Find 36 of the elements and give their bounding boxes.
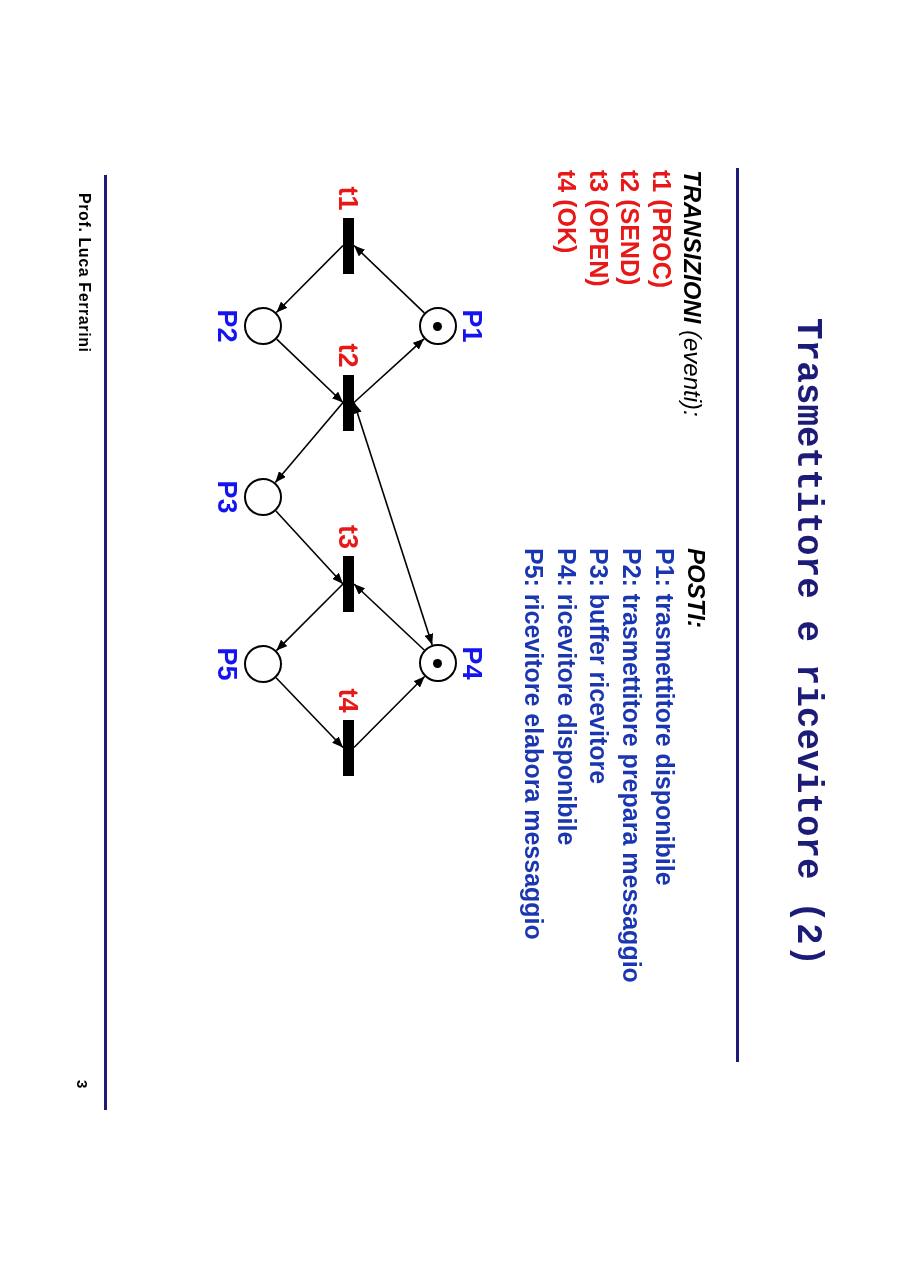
- arrow: [275, 510, 344, 585]
- arrow: [274, 401, 344, 484]
- section-heading: POSTI:: [682, 548, 711, 628]
- slide-title: Trasmettitore e ricevitore (2): [786, 318, 829, 967]
- place-label: P4: [457, 645, 487, 682]
- transition-label: t2: [335, 342, 362, 370]
- place-label: P2: [212, 308, 242, 345]
- place-label: P1: [457, 308, 487, 345]
- list-item: P4: ricevitore disponibile: [551, 548, 582, 846]
- double-arrow: [353, 401, 434, 646]
- list-item: P3: buffer ricevitore: [584, 548, 615, 785]
- transition-label: t4: [335, 687, 362, 715]
- list-item: P1: trasmettitore disponibile: [650, 548, 680, 886]
- list-item: t1 (PROC): [647, 170, 677, 289]
- token-dot: [433, 321, 443, 331]
- arrow: [353, 583, 425, 651]
- token-dot: [433, 658, 443, 668]
- transition-label: t1: [335, 185, 362, 213]
- list-item: P2: trasmettitore prepara messaggio: [617, 548, 648, 983]
- arrow: [275, 583, 344, 652]
- arrow: [275, 244, 344, 314]
- arrow: [275, 338, 344, 404]
- place-label: P5: [212, 646, 242, 683]
- arrow: [353, 244, 426, 314]
- arrow: [353, 675, 426, 749]
- list-item: t2 (SEND): [615, 170, 646, 286]
- list-item: t4 (OK): [552, 170, 583, 254]
- transition-label: t3: [335, 524, 362, 551]
- list-item: t3 (OPEN): [584, 170, 614, 287]
- arrow: [275, 676, 344, 749]
- page-number: 3: [73, 1080, 92, 1089]
- section-heading: TRANSIZIONI (eventi):: [678, 170, 707, 417]
- place-label: P3: [212, 479, 242, 516]
- arrow: [353, 338, 425, 404]
- author-name: Prof. Luca Ferrarini: [75, 193, 94, 353]
- list-item: P5: ricevitore elabora messaggio: [519, 548, 549, 940]
